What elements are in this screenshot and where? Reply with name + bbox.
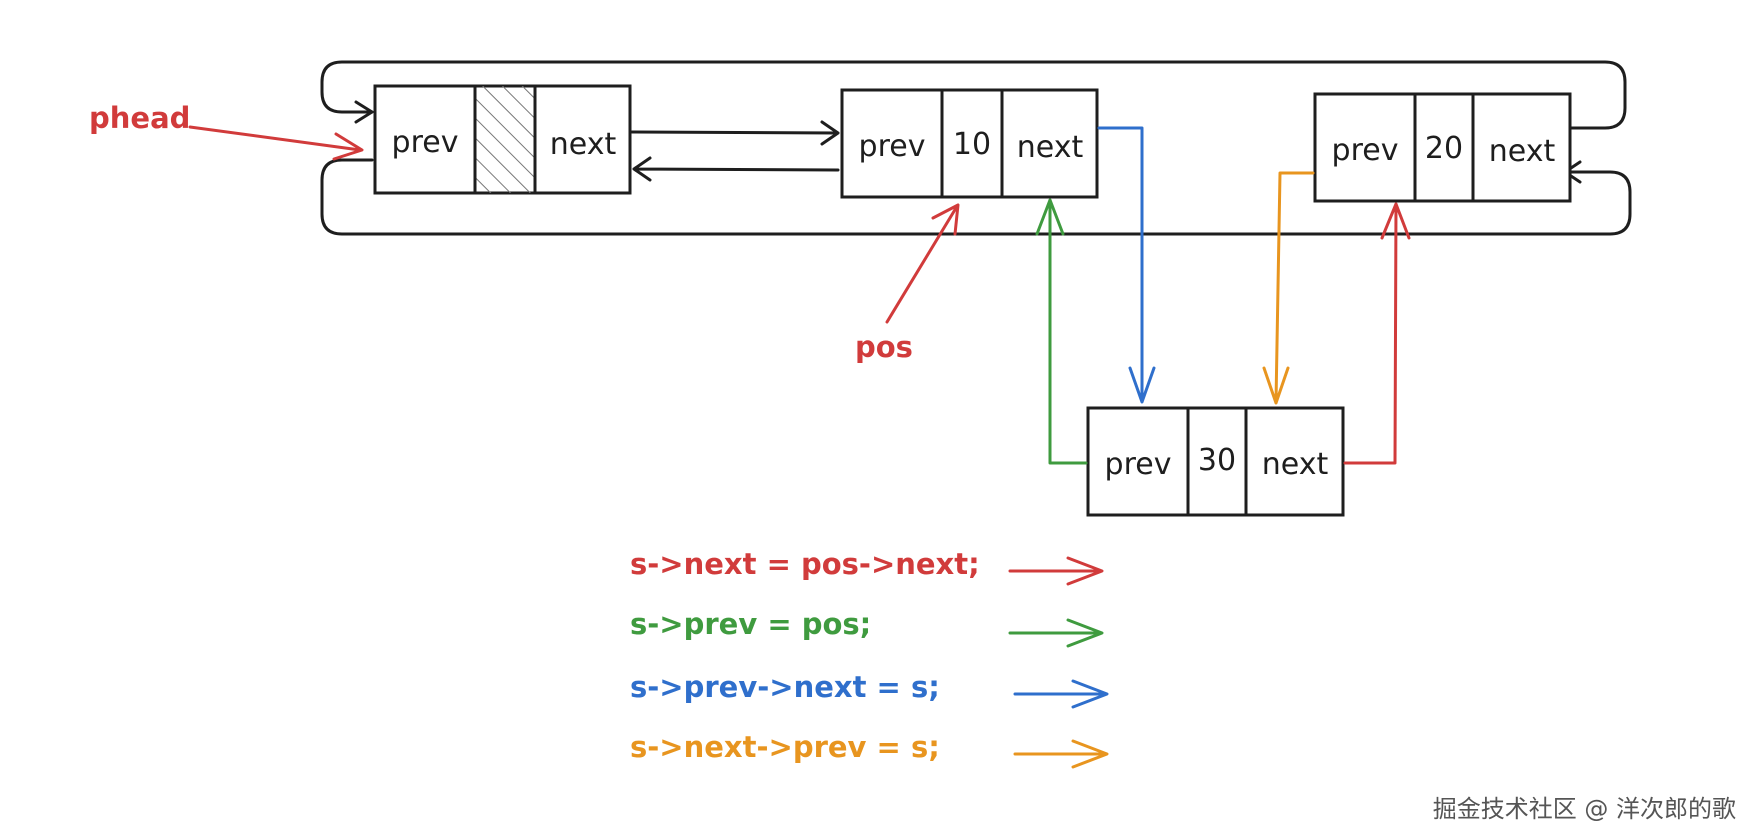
circular-loop (320, 60, 1627, 130)
node-10-data-label: 10 (953, 127, 991, 162)
head-prev-label: prev (392, 125, 459, 160)
orange-link-arrow (1262, 171, 1315, 405)
node-10-prev-label: prev (859, 129, 926, 164)
legend-code-blue: s->prev->next = s; (630, 670, 940, 704)
watermark: 掘金技术社区 @ 洋次郎的歌 (1432, 795, 1736, 823)
blue-link-arrow (1097, 126, 1156, 404)
pos-arrow (885, 203, 960, 324)
head-to-node10-arrow (630, 120, 840, 146)
legend-arrow-orange (1013, 739, 1109, 769)
legend-code-red: s->next = pos->next; (630, 547, 980, 581)
pos-label: pos (855, 330, 913, 364)
node-30-next-label: next (1262, 447, 1329, 482)
node10-to-head-arrow (632, 156, 840, 182)
head-next-label: next (550, 127, 617, 162)
green-link-arrow (1035, 198, 1088, 465)
legend-arrow-blue (1013, 679, 1109, 709)
node-10: prev 10 next (840, 88, 1099, 199)
node-20-prev-label: prev (1332, 133, 1399, 168)
loop-arrowhead-head (354, 100, 374, 124)
legend: s->next = pos->next; s->prev = pos; s->p… (630, 547, 1109, 769)
phead-arrow (188, 125, 364, 161)
head-data-hatch (475, 86, 535, 193)
node-30-data-label: 30 (1198, 443, 1236, 478)
node-20-data-label: 20 (1425, 131, 1463, 166)
head-node: prev next (373, 84, 632, 195)
red-link-arrow (1343, 202, 1411, 465)
legend-arrow-red (1008, 556, 1104, 586)
legend-code-green: s->prev = pos; (630, 607, 871, 641)
node-30: prev 30 next (1086, 406, 1345, 517)
legend-arrow-green (1008, 618, 1104, 648)
node-20: prev 20 next (1313, 92, 1572, 203)
phead-label: phead (89, 101, 190, 135)
node-10-next-label: next (1017, 130, 1084, 165)
node-20-next-label: next (1489, 134, 1556, 169)
node-30-prev-label: prev (1105, 447, 1172, 482)
legend-code-orange: s->next->prev = s; (630, 730, 940, 764)
circular-loop-bottom (320, 158, 1632, 236)
